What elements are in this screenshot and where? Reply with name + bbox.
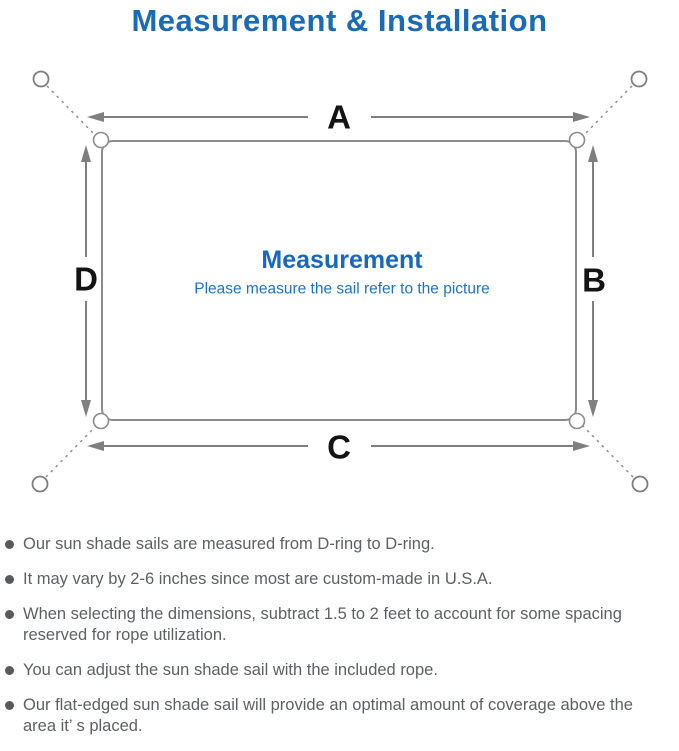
bullet-dot-icon xyxy=(5,540,14,549)
bullet-dot-icon xyxy=(5,666,14,675)
rope-dashed-line xyxy=(45,425,97,478)
measurement-diagram: A C D B Measurement Please meas xyxy=(31,70,649,493)
rope-dashed-line xyxy=(46,85,97,137)
note-item: You can adjust the sun shade sail with t… xyxy=(5,660,667,681)
rope-dashed-line xyxy=(582,425,634,478)
arrow-left-icon xyxy=(87,112,104,122)
sail-measurement-svg: A C D B Measurement Please meas xyxy=(31,70,649,493)
dimension-a: A xyxy=(87,99,590,136)
note-item: Our sun shade sails are measured from D-… xyxy=(5,534,667,555)
note-text: It may vary by 2-6 inches since most are… xyxy=(23,570,493,588)
d-ring-circle-icon xyxy=(631,475,649,493)
d-ring-circle-icon xyxy=(630,70,648,88)
note-item: It may vary by 2-6 inches since most are… xyxy=(5,569,667,590)
page-title: Measurement & Installation xyxy=(131,3,548,38)
arrow-left-icon xyxy=(87,441,104,451)
arrow-right-icon xyxy=(573,441,590,451)
arrow-down-icon xyxy=(588,400,598,417)
dimension-c: C xyxy=(87,429,590,466)
bullet-dot-icon xyxy=(5,610,14,619)
dim-label-a: A xyxy=(327,99,351,136)
d-ring-circle-icon xyxy=(32,70,50,88)
dim-label-d: D xyxy=(74,261,98,298)
note-text: You can adjust the sun shade sail with t… xyxy=(23,661,438,679)
diagram-heading: Measurement xyxy=(261,246,423,274)
grommet-ring-icon xyxy=(92,412,110,430)
note-text: Our sun shade sails are measured from D-… xyxy=(23,535,435,553)
arrow-right-icon xyxy=(573,112,590,122)
bullet-dot-icon xyxy=(5,575,14,584)
arrow-up-icon xyxy=(81,145,91,162)
bullet-dot-icon xyxy=(5,701,14,710)
grommet-ring-icon xyxy=(568,412,586,430)
grommet-ring-icon xyxy=(92,131,110,149)
dimension-d: D xyxy=(74,145,98,417)
note-item: Our flat-edged sun shade sail will provi… xyxy=(5,695,667,737)
arrow-down-icon xyxy=(81,400,91,417)
note-text: Our flat-edged sun shade sail will provi… xyxy=(23,696,633,735)
notes-list: Our sun shade sails are measured from D-… xyxy=(5,534,667,751)
dimension-b: B xyxy=(582,145,606,417)
note-text: When selecting the dimensions, subtract … xyxy=(23,605,622,644)
arrow-up-icon xyxy=(588,145,598,162)
dim-label-b: B xyxy=(582,262,606,299)
dim-label-c: C xyxy=(327,429,351,466)
rope-dashed-line xyxy=(582,85,633,137)
diagram-subheading: Please measure the sail refer to the pic… xyxy=(194,281,490,298)
sail-outline xyxy=(101,140,577,421)
note-item: When selecting the dimensions, subtract … xyxy=(5,604,667,646)
d-ring-circle-icon xyxy=(31,475,49,493)
grommet-ring-icon xyxy=(568,131,586,149)
